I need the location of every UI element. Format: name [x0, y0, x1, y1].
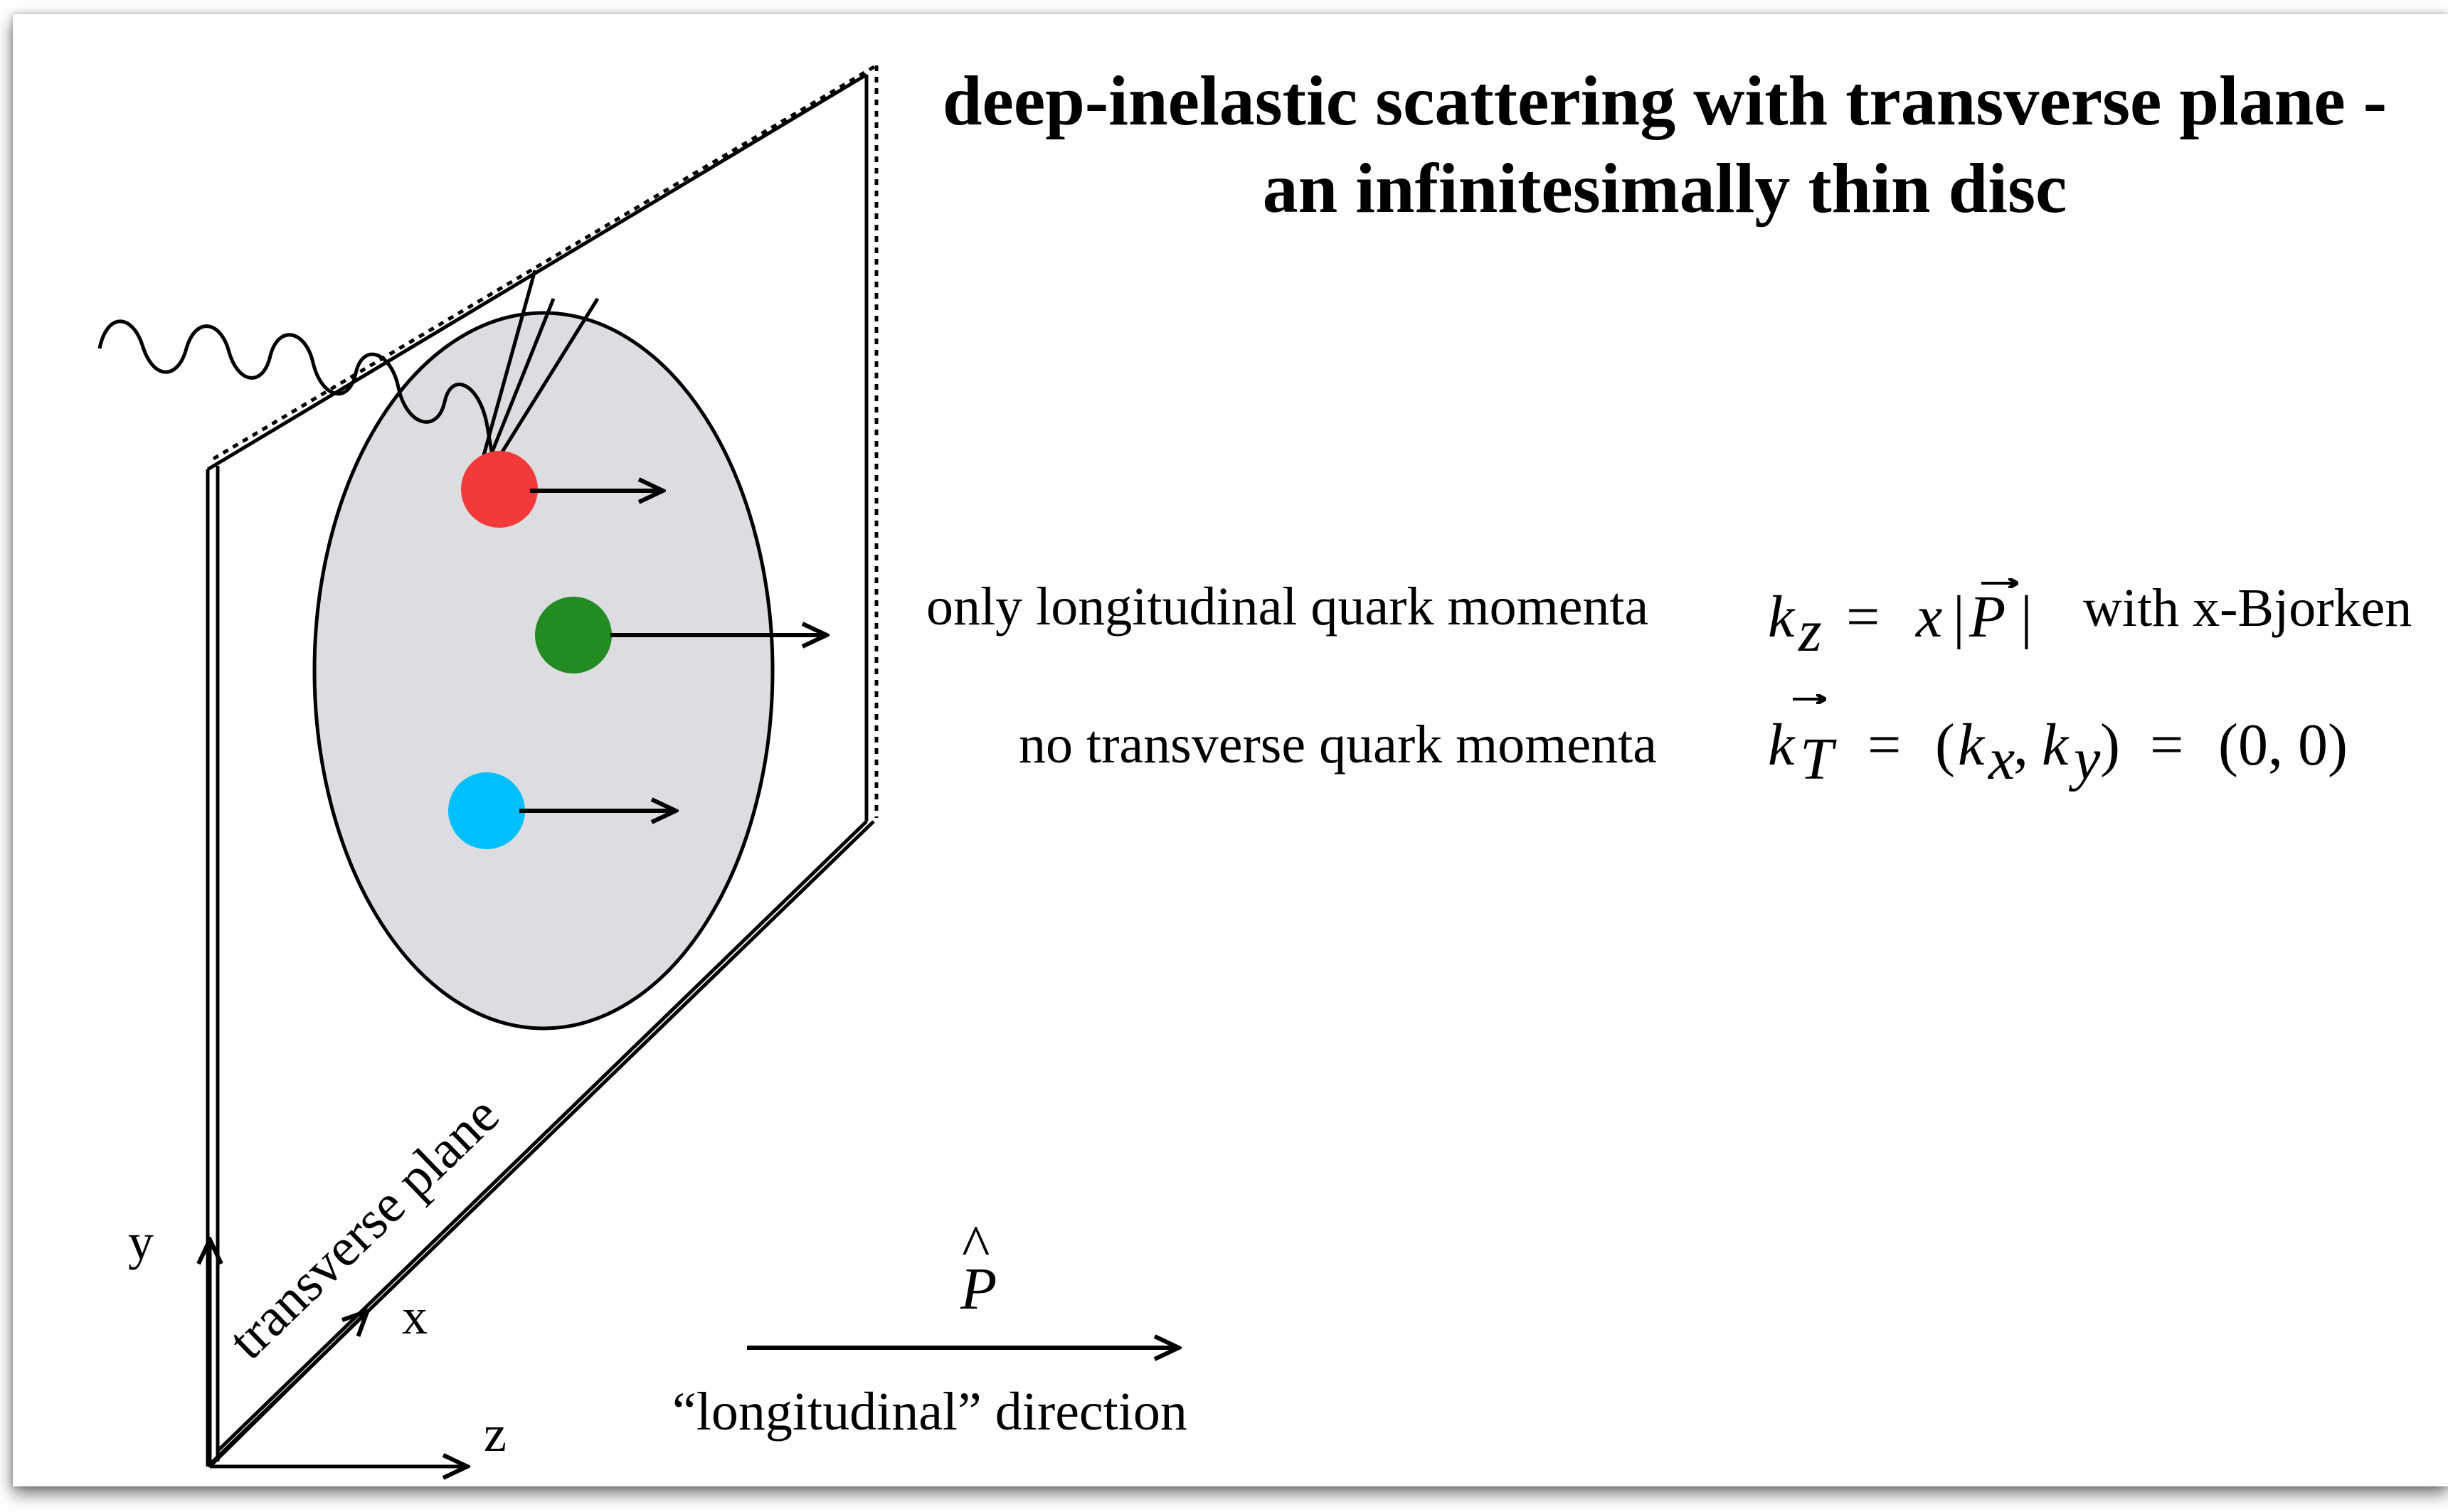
svg-text:=: =: [1867, 712, 1901, 778]
svg-text:x: x: [1914, 584, 1942, 650]
formula-kz: k z = x | P |: [1768, 583, 2033, 664]
transverse-plane-label: transverse plane: [217, 1085, 510, 1370]
statement-longitudinal: only longitudinal quark momenta k z = x …: [926, 577, 2412, 664]
p-hat-caret: ^: [962, 1213, 990, 1279]
transverse-text: no transverse quark momenta: [1019, 715, 1657, 774]
svg-text:y: y: [2068, 726, 2101, 792]
svg-text:z: z: [1798, 598, 1822, 664]
svg-text:(0, 0): (0, 0): [2218, 712, 2348, 778]
svg-text:k: k: [1768, 712, 1796, 778]
quark-red: [461, 451, 538, 528]
statement-transverse: no transverse quark momenta k T = ( k x …: [1019, 699, 2348, 792]
svg-text:T: T: [1800, 726, 1837, 792]
svg-text:x: x: [1987, 726, 2015, 792]
svg-text:=: =: [1846, 584, 1880, 650]
svg-text:|: |: [1953, 584, 1965, 650]
svg-text:k: k: [2042, 712, 2070, 778]
z-axis-label: z: [484, 1405, 507, 1462]
formula-kt: k T = ( k x , k y ) = (0, 0): [1768, 699, 2348, 792]
svg-text:): ): [2100, 712, 2120, 778]
svg-text:,: ,: [2013, 712, 2028, 778]
y-axis-label: y: [128, 1213, 154, 1270]
longitudinal-text: only longitudinal quark momenta: [926, 577, 1648, 637]
svg-text:(: (: [1935, 712, 1955, 778]
longitudinal-suffix: with x-Bjorken: [2083, 578, 2412, 638]
title-line-2: an infinitesimally thin disc: [1263, 149, 2067, 228]
svg-text:=: =: [2150, 712, 2183, 778]
svg-text:|: |: [2020, 584, 2033, 650]
svg-text:k: k: [1958, 712, 1986, 778]
quark-green: [535, 597, 612, 674]
svg-text:k: k: [1768, 584, 1796, 650]
proton-disc: [314, 313, 773, 1028]
title-line-1: deep-inelastic scattering with transvers…: [943, 61, 2387, 140]
svg-text:P: P: [1969, 584, 2005, 650]
x-axis-label: x: [402, 1288, 428, 1345]
quark-blue: [448, 772, 525, 849]
longitudinal-direction-label: “longitudinal” direction: [672, 1382, 1187, 1442]
